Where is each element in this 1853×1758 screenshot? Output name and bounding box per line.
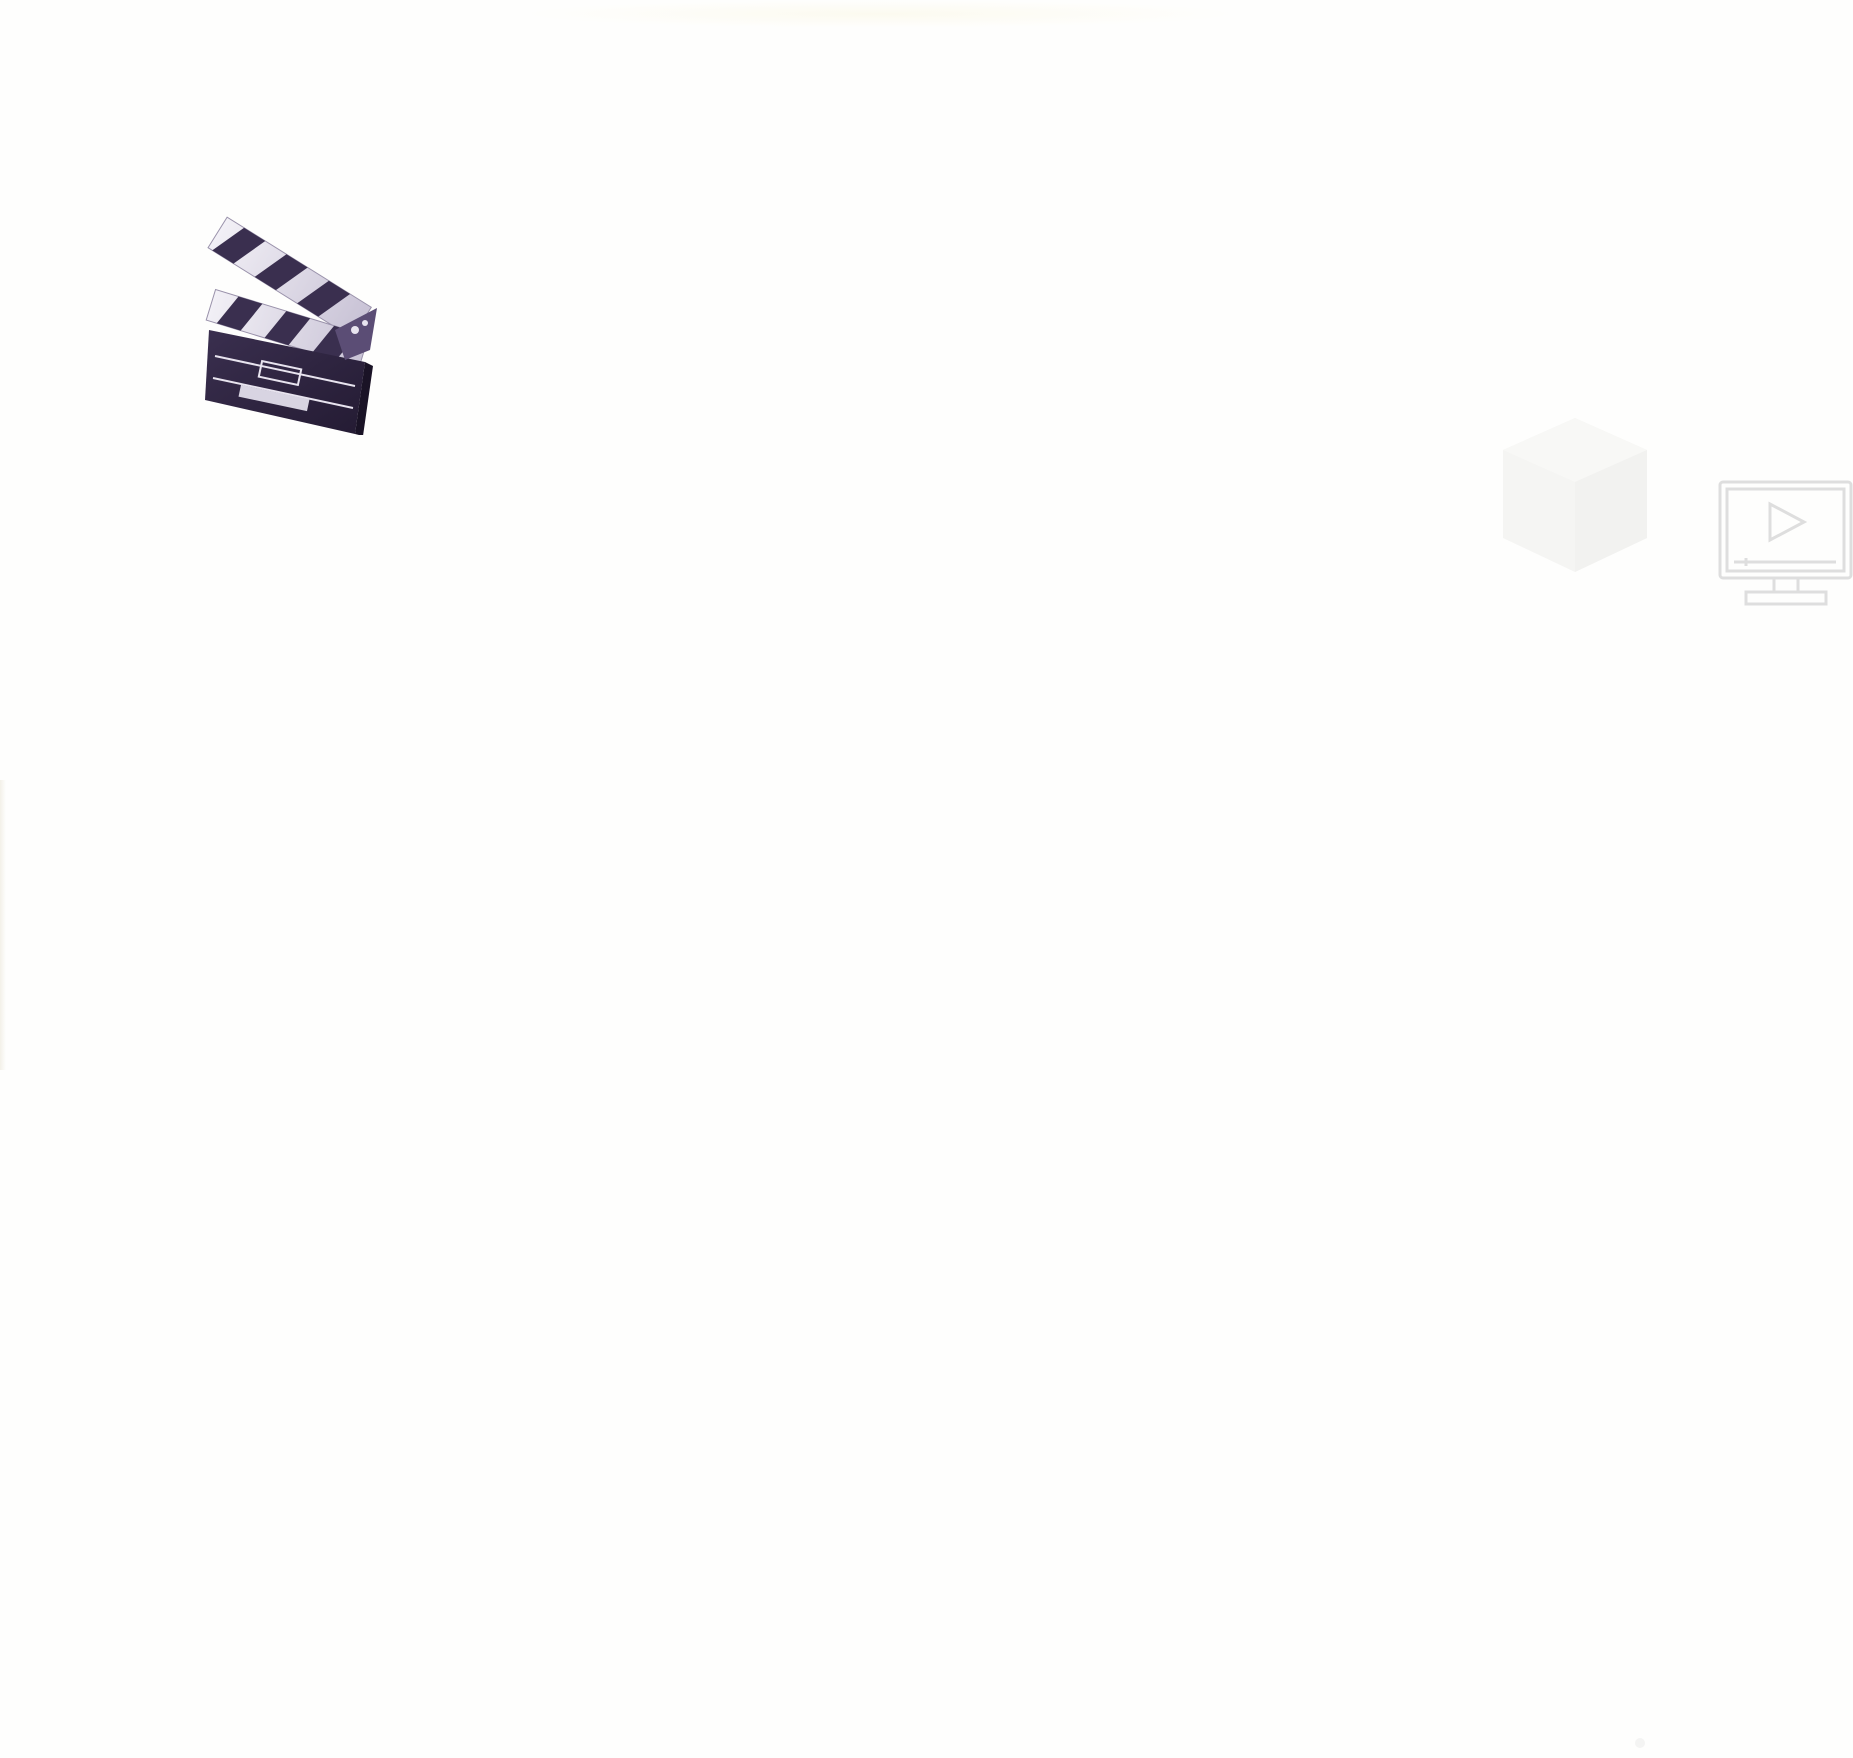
- left-edge-shade: [0, 780, 6, 1070]
- monitor-play-icon[interactable]: [1718, 480, 1853, 608]
- clapperboard-icon[interactable]: [205, 210, 395, 435]
- top-glow: [520, 0, 1240, 28]
- cube-icon: [1503, 418, 1647, 572]
- faint-dot: [1635, 1738, 1645, 1748]
